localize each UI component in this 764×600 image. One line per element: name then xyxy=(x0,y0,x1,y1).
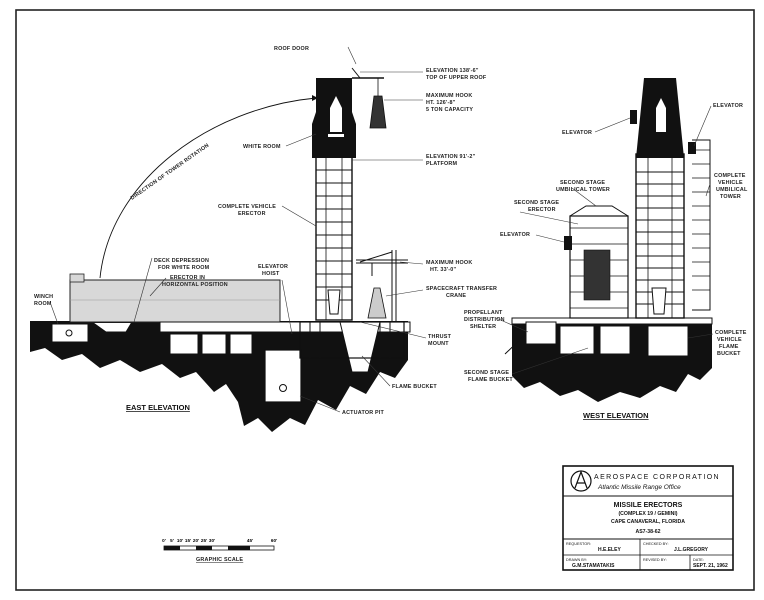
date-label: DATE: xyxy=(693,558,704,562)
label-stage-flame: SECOND STAGE xyxy=(464,370,509,376)
west-elevation-title: WEST ELEVATION xyxy=(583,411,649,420)
tower-rotation-arc xyxy=(99,97,317,279)
label-elevator-b: ELEVATOR xyxy=(713,103,743,109)
scale-tick-label: 20' xyxy=(193,538,199,543)
title-block: AEROSPACE CORPORATION Atlantic Missile R… xyxy=(562,465,734,571)
scale-tick-label: 5' xyxy=(170,538,174,543)
label-erector-horizontal-sub: HORIZONTAL POSITION xyxy=(162,282,228,288)
label-deck-depression: DECK DEPRESSION xyxy=(154,258,209,264)
office-name: Atlantic Missile Range Office xyxy=(597,484,681,491)
label-tower-rotation: DIRECTION OF TOWER ROTATION xyxy=(130,143,211,202)
scale-tick-label: 30' xyxy=(209,538,215,543)
checked-label: CHECKED BY: xyxy=(643,542,669,546)
scale-tick-label: 60' xyxy=(271,538,277,543)
label-stage-erector: SECOND STAGE xyxy=(514,200,559,206)
scale-tick-label: 25' xyxy=(201,538,207,543)
east-elevation-title: EAST ELEVATION xyxy=(126,403,190,412)
label-umbilical-tower-sub: UMBILICAL TOWER xyxy=(556,187,610,193)
requestor-label: REQUESTOR: xyxy=(566,542,591,546)
label-propellant-sub: DISTRIBUTION xyxy=(464,317,505,323)
label-transfer-crane-sub: CRANE xyxy=(446,293,466,299)
label-vehicle-erector: COMPLETE VEHICLE xyxy=(218,204,276,210)
location: CAPE CANAVERAL, FLORIDA xyxy=(611,519,685,525)
label-vehicle-flame-3: FLAME xyxy=(719,344,739,350)
label-vehicle-erector-sub: ERECTOR xyxy=(238,211,266,217)
erector-horizontal xyxy=(69,279,281,323)
label-erector-horizontal: ERECTOR IN xyxy=(170,275,205,281)
complex-name: (COMPLEX 19 / GEMINI) xyxy=(618,511,677,517)
label-elevator-hoist: ELEVATOR xyxy=(258,264,288,270)
label-stage-erector-sub: ERECTOR xyxy=(528,207,556,213)
label-transfer-crane: SPACECRAFT TRANSFER xyxy=(426,286,497,292)
actuator-pit xyxy=(264,349,302,403)
org-name: AEROSPACE CORPORATION xyxy=(594,474,720,481)
label-actuator-pit: ACTUATOR PIT xyxy=(342,410,385,416)
west-elevation: ELEVATOR ELEVATOR ELEVATOR SECOND STAGE … xyxy=(464,78,748,420)
label-max-hook: MAXIMUM HOOK xyxy=(426,93,472,99)
label-stage-flame-sub: FLAME BUCKET xyxy=(468,377,513,383)
label-propellant-shelter: SHELTER xyxy=(470,324,496,330)
label-elevator-c: ELEVATOR xyxy=(500,232,530,238)
label-elevator-a: ELEVATOR xyxy=(562,130,592,136)
scale-caption: GRAPHIC SCALE xyxy=(196,557,243,563)
label-deck-depression-sub: FOR WHITE ROOM xyxy=(158,265,210,271)
drawing-title: MISSILE ERECTORS xyxy=(614,502,683,509)
label-roof-door: ROOF DOOR xyxy=(274,46,309,52)
label-platform: PLATFORM xyxy=(426,161,457,167)
scale-tick-label: 45' xyxy=(247,538,253,543)
label-crane-hook: MAXIMUM HOOK xyxy=(426,260,472,266)
east-ground xyxy=(30,322,408,432)
label-vehicle-flame-4: BUCKET xyxy=(717,351,741,357)
aerospace-logo xyxy=(570,470,592,492)
requestor-name: H.E.ELEY xyxy=(598,547,621,553)
revised-label: REVISED BY: xyxy=(643,558,667,562)
graphic-scale: 0' 5'10'15'20'25'30' 45' 60' GRAPHIC SCALE xyxy=(162,538,277,563)
label-winch-room: WINCH xyxy=(34,294,53,300)
date-value: SEPT. 21, 1962 xyxy=(693,563,728,569)
label-vehicle-umbilical-4: TOWER xyxy=(720,194,741,200)
label-max-hook-height: HT. 126'-8" xyxy=(426,100,456,106)
label-crane-hook-height: HT. 33'-0" xyxy=(430,267,456,273)
east-elevation: ROOF DOOR ELEVATION 138'-6" TOP OF UPPER… xyxy=(30,46,497,432)
scale-tick-label: 10' xyxy=(177,538,183,543)
scale-tick-label: 15' xyxy=(185,538,191,543)
transfer-crane xyxy=(356,250,408,322)
label-thrust-mount-sub: MOUNT xyxy=(428,341,449,347)
label-elevation-platform: ELEVATION 91'-2" xyxy=(426,154,476,160)
label-elevator-hoist-sub: HOIST xyxy=(262,271,280,277)
label-elevation-top-sub: TOP OF UPPER ROOF xyxy=(426,75,487,81)
label-vehicle-flame-2: VEHICLE xyxy=(717,337,742,343)
label-propellant: PROPELLANT xyxy=(464,310,503,316)
checked-name: J.L.GREGORY xyxy=(674,547,709,553)
label-white-room: WHITE ROOM xyxy=(243,144,281,150)
drawn-label: DRAWN BY: xyxy=(566,558,587,562)
label-umbilical-tower: SECOND STAGE xyxy=(560,180,605,186)
label-winch-room-sub: ROOM xyxy=(34,301,52,307)
label-thrust-mount: THRUST xyxy=(428,334,452,340)
label-vehicle-umbilical-2: VEHICLE xyxy=(718,180,743,186)
label-elevation-top: ELEVATION 138'-6" xyxy=(426,68,479,74)
drawn-name: G.M.STAMATAKIS xyxy=(572,563,615,569)
drawing-number: AS7-38-62 xyxy=(635,529,660,535)
label-vehicle-umbilical-3: UMBILICAL xyxy=(716,187,748,193)
label-flame-bucket: FLAME BUCKET xyxy=(392,384,437,390)
sheet-border xyxy=(15,9,755,591)
label-max-hook-capacity: 5 TON CAPACITY xyxy=(426,107,473,113)
label-vehicle-flame-1: COMPLETE xyxy=(715,330,747,336)
scale-tick-label: 0' xyxy=(162,538,166,543)
label-vehicle-umbilical-1: COMPLETE xyxy=(714,173,746,179)
